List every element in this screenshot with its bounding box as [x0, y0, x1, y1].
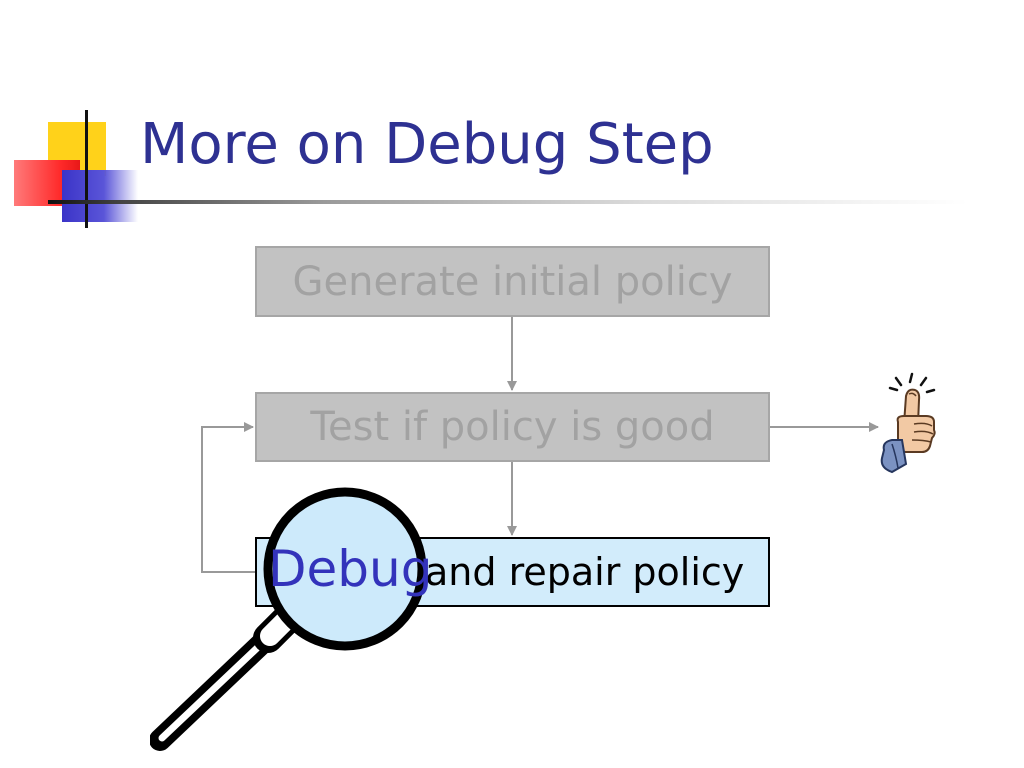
title-ornament-vertical-line: [85, 110, 88, 228]
arrow-debug-loop-back: [201, 422, 255, 573]
title-ornament-blue-square: [62, 170, 138, 222]
flow-step-generate-label: Generate initial policy: [292, 258, 733, 305]
flow-step-debug-label: and repair policy: [425, 550, 745, 594]
title-underline: [48, 200, 968, 204]
flow-step-test-label: Test if policy is good: [310, 404, 715, 450]
slide-title: More on Debug Step: [140, 112, 714, 177]
thumbs-up-icon: [880, 372, 936, 474]
flow-step-test: Test if policy is good: [255, 392, 770, 462]
magnifying-glass-icon: [150, 487, 427, 751]
flow-step-generate: Generate initial policy: [255, 246, 770, 317]
magnified-debug-word: Debug: [268, 540, 433, 598]
